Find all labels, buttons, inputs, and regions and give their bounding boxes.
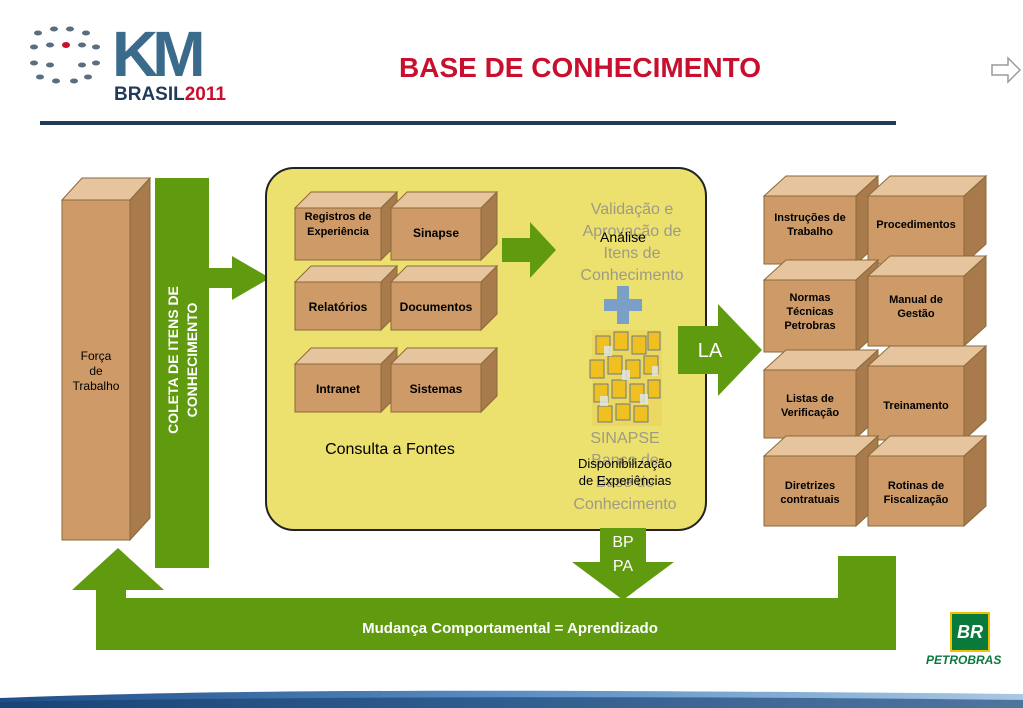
output-label-manual: Manual de Gestão xyxy=(868,293,964,321)
forca-line: Força xyxy=(81,349,112,363)
sinapse-line: Base de xyxy=(595,474,655,491)
source-label-documentos: Documentos xyxy=(399,300,473,314)
coleta-line-2: CONHECIMENTO xyxy=(184,302,200,417)
la-label: LA xyxy=(697,340,723,362)
sinapse-line: Banco de xyxy=(591,452,659,469)
source-label-registros: Registros de Experiência xyxy=(304,211,372,238)
analise-label: Análise xyxy=(600,229,646,245)
validacao-line: Aprovação de xyxy=(582,223,682,240)
disp-line: Disponibilização xyxy=(578,456,672,471)
bp-label: BP xyxy=(612,534,634,551)
title-rule xyxy=(40,121,896,125)
feedback-arrow xyxy=(72,548,896,650)
output-label-instrucoes: Instruções de Trabalho xyxy=(764,211,856,239)
validacao-line: Validação e xyxy=(590,201,674,218)
km-brasil-logo: KM BRASIL2011 xyxy=(112,18,237,106)
output-line: Manual de xyxy=(889,294,943,306)
km-logo-brasil: BRASIL2011 xyxy=(114,84,226,106)
output-line: Técnicas xyxy=(786,306,834,318)
output-box-treinamento xyxy=(866,344,988,442)
sinapse-text: SINAPSE Banco de Base de Conhecimento xyxy=(560,428,690,516)
output-box-diretrizes xyxy=(762,434,880,528)
source-box-sinapse xyxy=(389,190,499,262)
arrow-right-outline-icon[interactable] xyxy=(990,56,1022,84)
output-line: Rotinas de xyxy=(887,480,945,492)
feedback-label: Mudança Comportamental = Aprendizado xyxy=(362,620,658,637)
output-label-rotinas: Rotinas de Fiscalização xyxy=(868,479,964,507)
output-line: Listas de xyxy=(786,393,834,405)
source-box-documentos xyxy=(389,264,499,332)
petrobras-name: PETROBRAS xyxy=(926,653,1002,667)
output-label-procedimentos: Procedimentos xyxy=(876,219,956,231)
bottom-wave-band xyxy=(0,690,1023,708)
validacao-line: Itens de xyxy=(603,245,661,262)
validacao-line: Conhecimento xyxy=(580,267,684,284)
output-line: Fiscalização xyxy=(883,494,949,506)
validacao-text: Validação e Aprovação de Itens de Conhec… xyxy=(560,199,704,287)
source-label-sistemas: Sistemas xyxy=(409,382,463,396)
source-label-relatorios: Relatórios xyxy=(308,300,368,314)
logo-brasil-word: BRASIL xyxy=(114,84,185,105)
coleta-line-1: COLETA DE ITENS DE xyxy=(165,286,181,434)
km-dots-logo xyxy=(30,26,100,84)
output-line: Verificação xyxy=(780,407,840,419)
source-box-sistemas xyxy=(389,346,499,414)
page-title: BASE DE CONHECIMENTO xyxy=(399,52,761,83)
disponibilizacao-text: Disponibilização de Experiências xyxy=(555,455,695,489)
output-line: Trabalho xyxy=(787,226,833,238)
source-box-intranet xyxy=(293,346,399,414)
sinapse-line: Conhecimento xyxy=(573,496,677,513)
output-line: Petrobras xyxy=(784,320,836,332)
output-line: contratuais xyxy=(780,494,840,506)
output-line: Normas xyxy=(789,292,831,304)
output-box-manual xyxy=(866,254,988,348)
petrobras-logo: BR xyxy=(950,612,990,652)
output-label-listas: Listas de Verificação xyxy=(764,392,856,420)
sinapse-line: SINAPSE xyxy=(590,430,660,447)
logo-year: 2011 xyxy=(184,84,226,105)
output-box-rotinas xyxy=(866,434,988,528)
output-label-diretrizes: Diretrizes contratuais xyxy=(764,479,856,507)
source-label-sinapse: Sinapse xyxy=(412,226,460,240)
forca-line: Trabalho xyxy=(73,379,120,393)
output-line: Gestão xyxy=(897,308,935,320)
arrow-to-validacao xyxy=(502,222,556,278)
disp-line: de Experiências xyxy=(578,473,672,488)
output-line: Diretrizes xyxy=(784,480,836,492)
source-box-relatorios xyxy=(293,264,399,332)
la-arrow xyxy=(678,304,762,396)
km-logo-text: KM xyxy=(112,18,205,90)
forca-line: de xyxy=(89,364,103,378)
consulta-fontes-caption: Consulta a Fontes xyxy=(325,441,455,458)
output-label-treinamento: Treinamento xyxy=(883,400,949,412)
source-label-intranet: Intranet xyxy=(315,382,360,396)
forca-trabalho-box xyxy=(61,199,131,541)
coleta-bar xyxy=(155,178,209,568)
output-line: Instruções de xyxy=(774,212,846,224)
bp-pa-arrow xyxy=(572,528,674,600)
arrow-to-sources xyxy=(209,256,270,300)
database-cubes-icon xyxy=(589,330,662,426)
pa-label: PA xyxy=(612,558,634,575)
